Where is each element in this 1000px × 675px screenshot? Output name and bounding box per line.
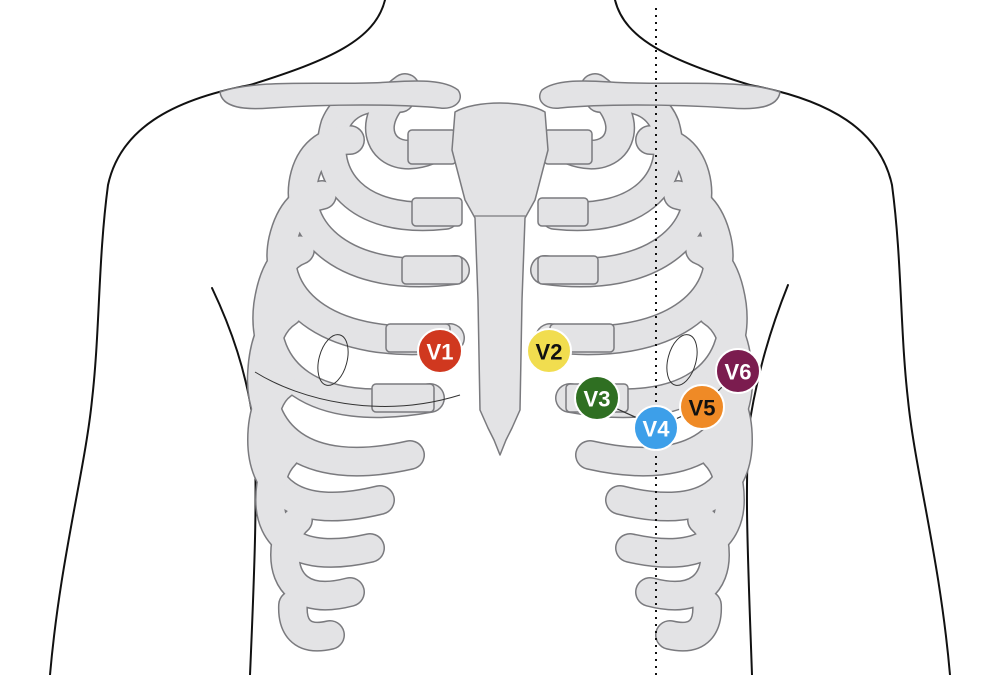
lead-v1: V1 — [417, 328, 463, 374]
chest-outlines — [254, 334, 698, 407]
neck-left — [249, 0, 386, 86]
lead-v6: V6 — [715, 348, 761, 394]
lead-v3-label: V3 — [584, 387, 611, 412]
rib-cage — [219, 73, 781, 652]
clavicle-left — [219, 80, 461, 110]
lead-v5: V5 — [679, 384, 725, 430]
lead-v2: V2 — [526, 328, 572, 374]
sternum — [451, 102, 549, 456]
lead-v6-label: V6 — [725, 360, 752, 385]
lead-v4-marker — [633, 405, 679, 451]
lead-v5-label: V5 — [689, 396, 716, 421]
lead-v2-label: V2 — [536, 340, 563, 365]
armpit-left — [211, 287, 257, 675]
lead-v1-marker — [417, 328, 463, 374]
lead-v3: V3 — [574, 375, 620, 421]
lead-v4: V4 — [633, 405, 679, 451]
nipple-right — [666, 334, 698, 386]
lead-v3-marker — [574, 375, 620, 421]
breast-line — [254, 371, 461, 407]
clavicle-right — [539, 80, 781, 110]
lead-v6-marker — [715, 348, 761, 394]
lead-v1-label: V1 — [427, 340, 454, 365]
neck-right — [614, 0, 751, 86]
lead-v2-marker — [526, 328, 572, 374]
shoulder-right — [749, 84, 951, 675]
lead-v5-marker — [679, 384, 725, 430]
armpit-right — [745, 284, 789, 675]
lead-markers: V1 V2 V3 V4 V5 V6 — [417, 328, 761, 451]
lead-v4-label: V4 — [643, 417, 671, 442]
shoulder-left — [49, 84, 251, 675]
nipple-left — [317, 334, 349, 386]
